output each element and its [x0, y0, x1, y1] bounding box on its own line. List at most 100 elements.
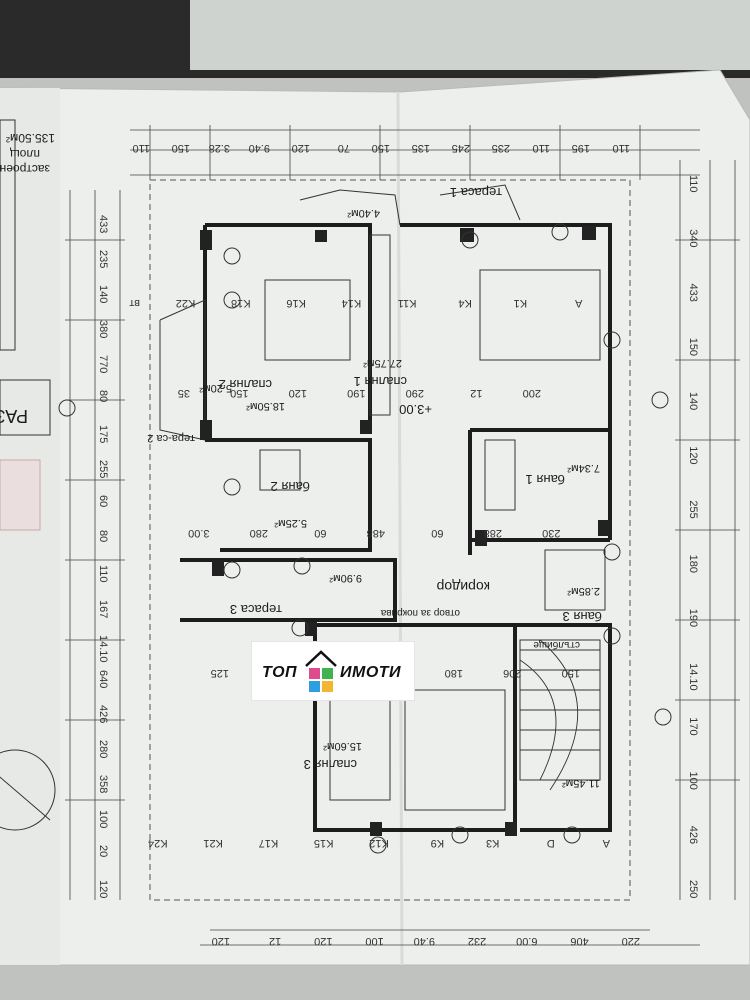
title-box: [0, 379, 51, 436]
dims-inner-label: 200: [523, 387, 541, 399]
partial-title: РАЗ: [0, 406, 28, 426]
dims-left-label: 426: [97, 705, 109, 723]
dims-top-label: 245: [452, 142, 470, 154]
legend-table: [0, 119, 16, 351]
axis-marker-label: K9: [431, 837, 444, 849]
page-fold: [396, 91, 404, 966]
dims-right-label: 14.10: [687, 663, 699, 691]
dims-inner-label: 290: [406, 387, 424, 399]
axis-marker-label: K15: [314, 837, 334, 849]
stamp-line3: 135.50м²: [6, 131, 55, 145]
dims-right-label: 110: [687, 175, 699, 193]
bedroom3-name: спалня 3: [304, 757, 357, 772]
dims-left-label: 80: [97, 390, 109, 402]
watermark-logo: ТОП ИМОТИ: [251, 641, 415, 701]
corridor-name: коридор: [436, 579, 490, 595]
dims-bottom-label: 220: [622, 935, 640, 947]
bedroom1-area: 27.75м²: [363, 357, 402, 369]
axis-marker-label: A: [602, 837, 610, 849]
bath1-name: баня 1: [526, 472, 565, 487]
dims-bottom-label: 120: [314, 935, 332, 947]
dims-top-label: 150: [172, 142, 190, 154]
dims-right-label: 255: [687, 500, 699, 518]
dims-inner-label: 125: [211, 667, 229, 679]
dims-top-label: 9.40: [249, 142, 270, 154]
dimension-ticks: [65, 125, 740, 801]
dims-right-label: 340: [687, 229, 699, 247]
corridor-area: 9.90м²: [329, 572, 362, 584]
thin-walls: [159, 184, 606, 811]
axis-marker-label: K1: [514, 297, 527, 309]
dims-left: 43323514038077080175255608011016714.1064…: [97, 215, 109, 898]
dims-left-label: 255: [97, 460, 109, 478]
logo-word-top: ТОП: [262, 664, 298, 681]
bath2-name: баня 2: [271, 479, 310, 494]
dims-left-label: 167: [97, 600, 109, 618]
dims-inner-label: 35: [178, 387, 190, 399]
axis-marker-label: A: [574, 297, 582, 309]
dims-top-label: 110: [132, 142, 150, 154]
wall-background: [190, 0, 750, 70]
dims-top-label: 70: [338, 142, 350, 154]
dims-left-label: 100: [97, 810, 109, 828]
dims-inner-label: 288: [484, 527, 502, 539]
dims-top-label: 110: [612, 142, 630, 154]
house-logo-icon: [305, 650, 337, 692]
dims-right-label: 180: [687, 555, 699, 573]
dims-top-label: 135: [412, 142, 430, 154]
roof-opening-note: отвор за покрива: [380, 607, 460, 618]
dims-top-label: 120: [292, 142, 310, 154]
outline-dashed: [149, 179, 631, 901]
dims-left-label: 280: [97, 740, 109, 758]
dims-top-label: 110: [532, 142, 550, 154]
bath3-area: 2.85м²: [567, 585, 600, 597]
axis-marker-label: K3: [486, 837, 499, 849]
terrace3-name: тераса 3: [230, 602, 282, 617]
dims-inner-label: 190: [347, 387, 365, 399]
dims-left-label: 60: [97, 495, 109, 507]
dims-bottom-label: 232: [468, 935, 486, 947]
dims-left-label: 80: [97, 530, 109, 542]
dims-inner-label: 280: [250, 527, 268, 539]
dims-bottom-label: 6.00: [516, 935, 537, 947]
dims-bottom-label: 12: [269, 935, 281, 947]
dims-left-label: 14.10: [97, 635, 109, 663]
dims-inner-label: 120: [289, 387, 307, 399]
dims-left-label: 433: [97, 215, 109, 233]
axis-marker-label: K14: [342, 297, 362, 309]
terrace1-name: тераса 1: [450, 185, 502, 200]
dims-left-label: 110: [97, 565, 109, 583]
dims-right-label: 150: [687, 338, 699, 356]
stairs-name: стълбище: [533, 639, 580, 651]
bath2-area: 5.25м²: [274, 517, 307, 529]
axis-marker-label: D: [547, 837, 555, 849]
dims-inner-label: 488: [367, 527, 385, 539]
dims-left-label: 358: [97, 775, 109, 793]
dims-left-label: 140: [97, 285, 109, 303]
bath1-area: 7.34м²: [567, 462, 600, 474]
stamp-box: [0, 459, 41, 531]
stairs-area: 11.45м²: [562, 777, 600, 789]
stamp-line2: площ: [10, 147, 40, 161]
paper-sheet: [0, 69, 750, 966]
dims-inner-label: 180: [445, 667, 463, 679]
dims-top-label: 235: [492, 142, 510, 154]
dims-right-label: 433: [687, 284, 699, 302]
upside-down-labels: спалня 1 27.75м² +3.00 спалня 2 18.50м² …: [0, 131, 602, 789]
dims-right: 11034043315014012025518019014.1017010042…: [687, 175, 699, 898]
walls: [180, 223, 612, 832]
dims-left-label: 380: [97, 320, 109, 338]
dims-bottom-label: 100: [365, 935, 383, 947]
axis-circles: [58, 223, 672, 854]
dims-right-label: 140: [687, 392, 699, 410]
dims-top-label: 3.28: [209, 142, 230, 154]
axis-marker-label: K17: [259, 837, 279, 849]
dims-bottom-label: 9.40: [414, 935, 435, 947]
axis-marker-label: K21: [203, 837, 223, 849]
dims-bottom-label: 120: [212, 935, 230, 947]
dims-inner-label: 12: [470, 387, 482, 399]
